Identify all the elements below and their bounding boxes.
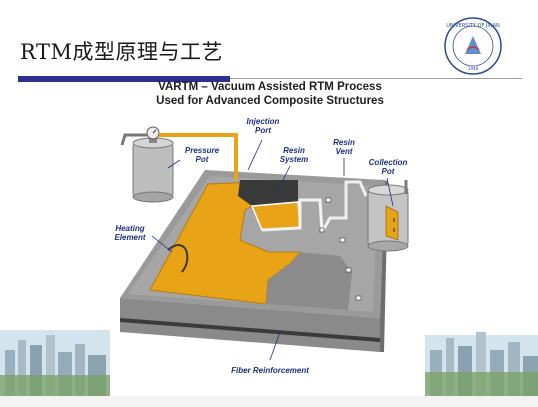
title-divider-line [230, 78, 522, 79]
resin-feed-line [159, 133, 238, 180]
label-pressure-pot: Pressure Pot [184, 146, 220, 164]
pressure-pot [120, 126, 174, 203]
university-logo: UNIVERSITY OF JINAN 1948 [444, 17, 502, 75]
diagram-title: VARTM – Vacuum Assisted RTM Process Used… [105, 80, 435, 108]
diagram-title-line2: Used for Advanced Composite Structures [156, 95, 384, 107]
footer-strip [0, 396, 538, 407]
collection-pot [367, 184, 409, 252]
title-underline-bar [18, 76, 230, 82]
label-collection-pot: Collection Pot [368, 158, 408, 176]
logo-year: 1948 [468, 66, 479, 71]
skyline-left [0, 330, 110, 396]
logo-text: UNIVERSITY OF JINAN [446, 23, 500, 29]
resin-vent-line [320, 180, 368, 233]
label-fiber-reinforcement: Fiber Reinforcement [231, 366, 309, 375]
label-injection-port: Injection Port [246, 117, 280, 135]
heating-element-wire [167, 244, 189, 273]
table-front [120, 298, 380, 352]
dry-fiber-region [266, 252, 352, 310]
resin-system-block [238, 180, 298, 206]
label-resin-system: Resin System [279, 146, 309, 164]
slide-title: RTM成型原理与工艺 [20, 40, 223, 64]
table-clamps [319, 197, 362, 301]
diagram-title-line1: VARTM – Vacuum Assisted RTM Process [158, 81, 382, 93]
skyline-right [425, 332, 538, 396]
label-resin-vent: Resin Vent [333, 138, 355, 156]
label-heating-element: Heating Element [114, 224, 146, 242]
